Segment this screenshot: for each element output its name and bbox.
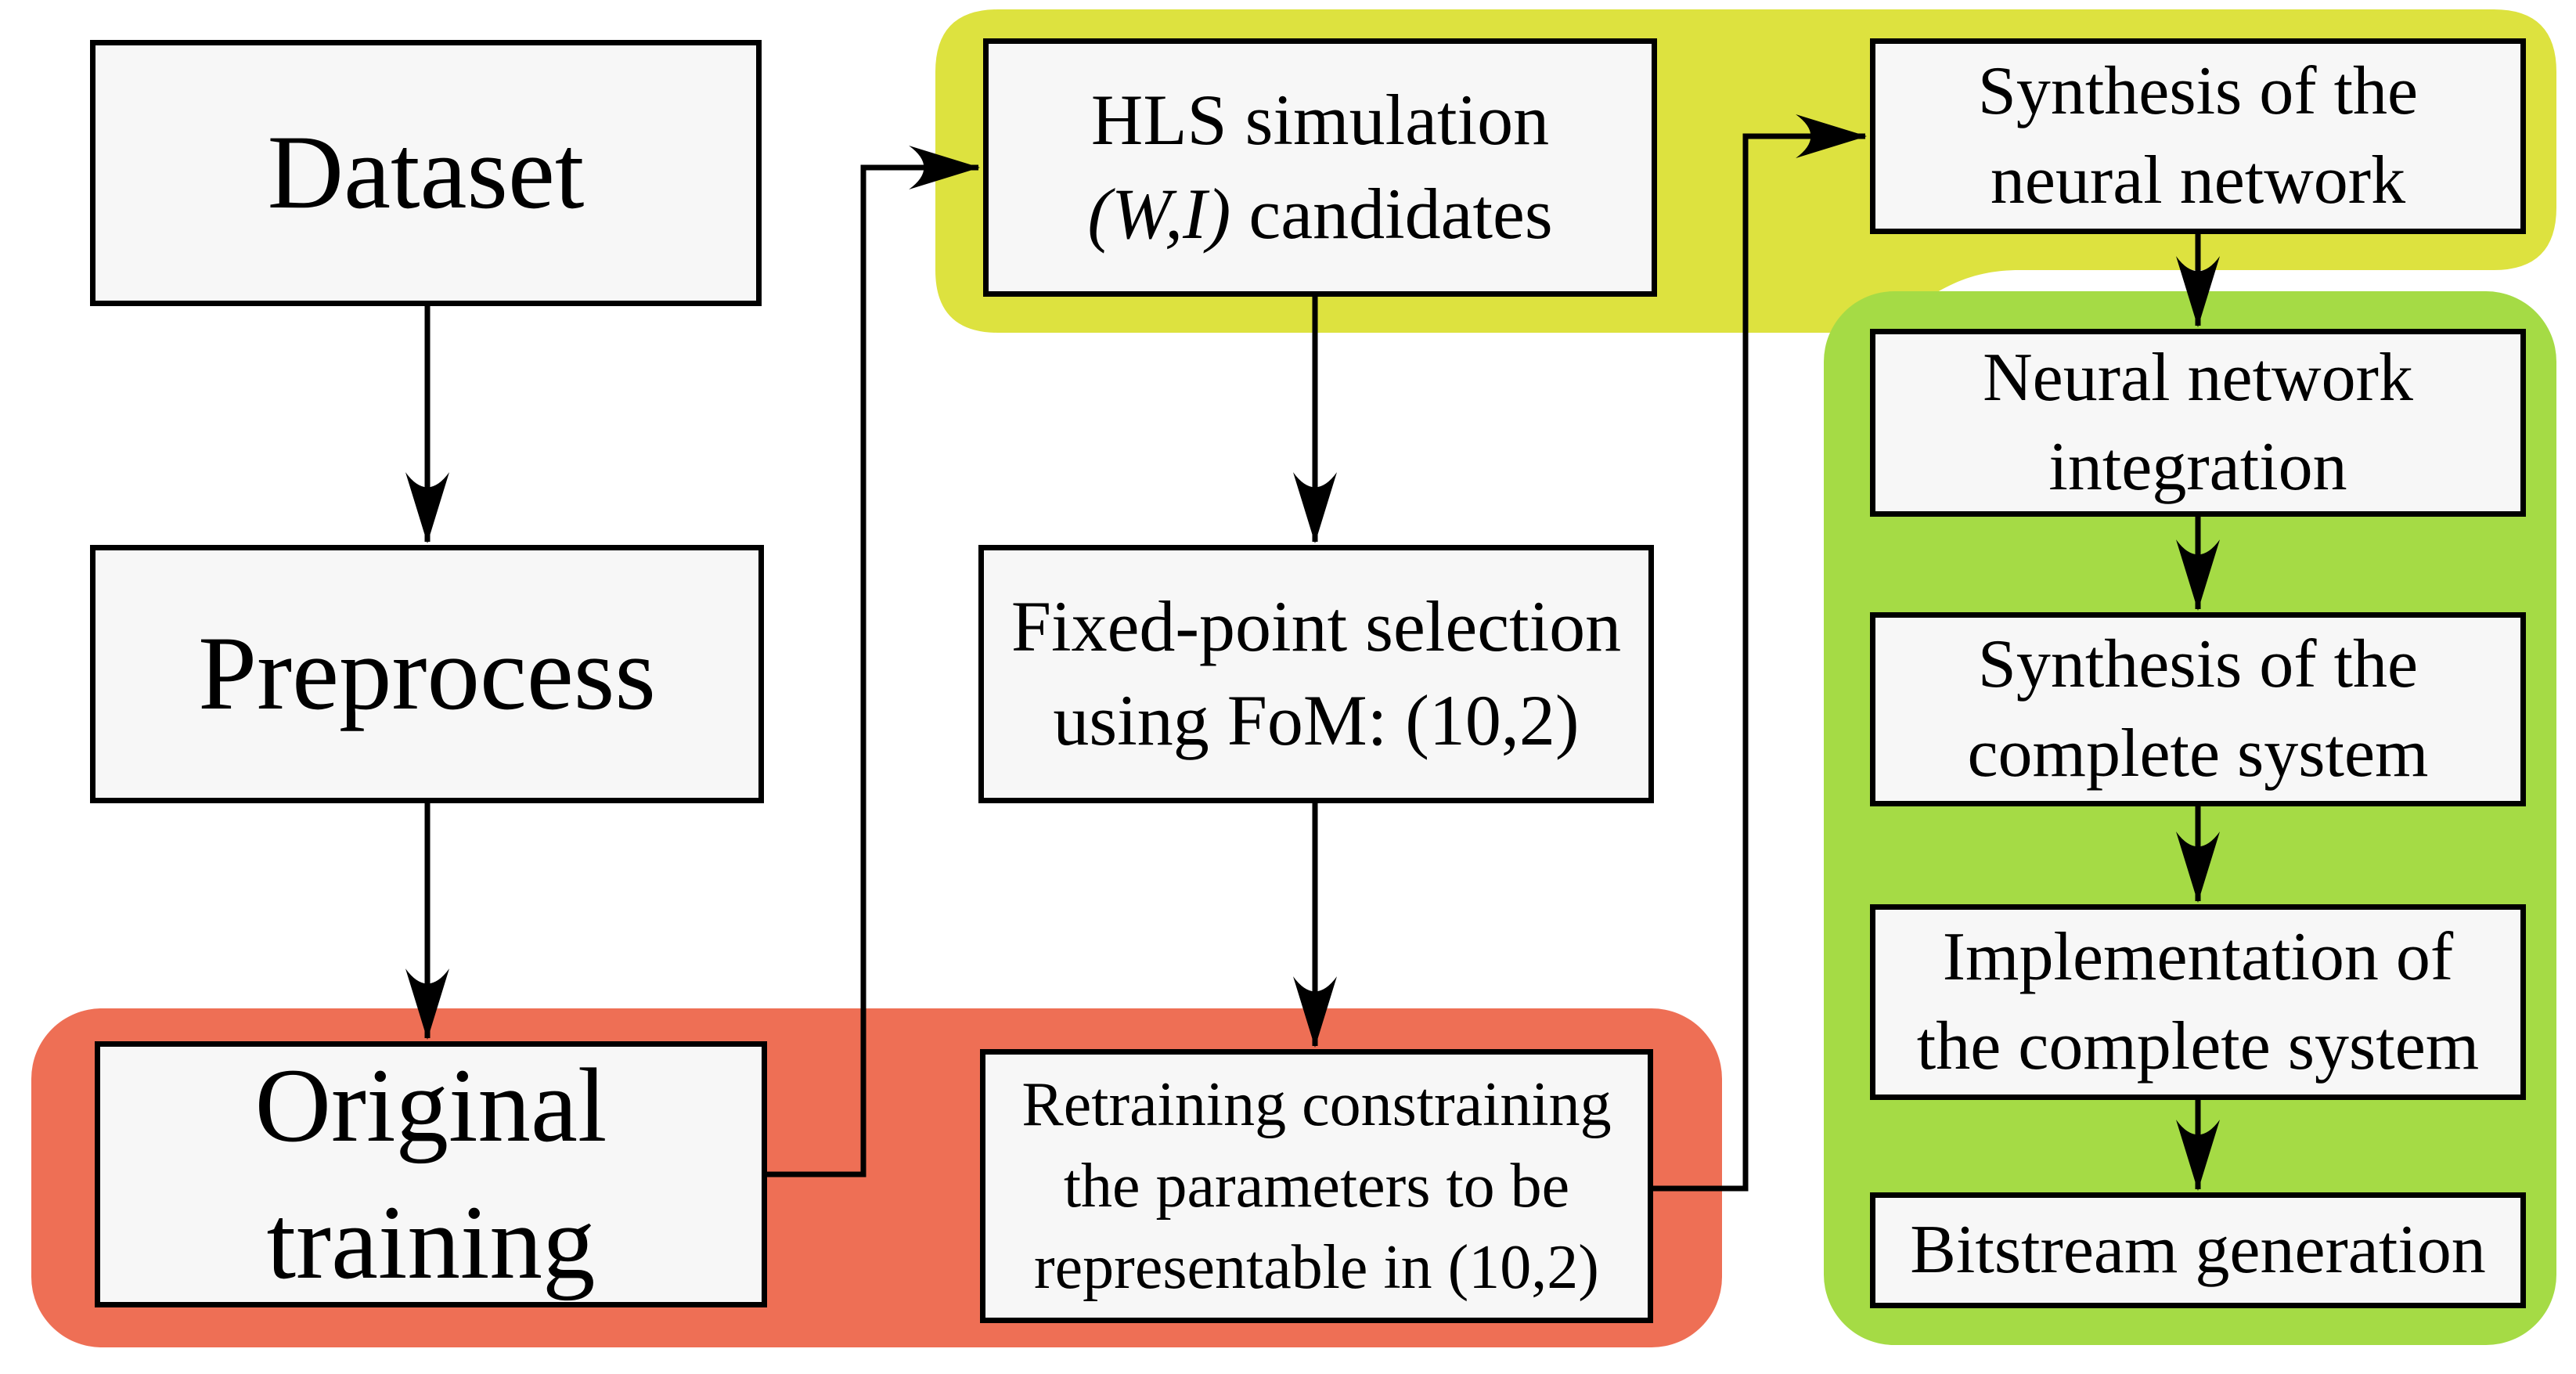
node-dataset: Dataset: [90, 40, 762, 306]
node-bitstream-generation: Bitstream generation: [1870, 1192, 2526, 1308]
node-label-line: (W,I) candidates: [1087, 168, 1552, 261]
node-label-line: complete system: [1967, 716, 2429, 792]
node-label-line: Synthesis of the: [1977, 52, 2419, 129]
node-original-training: Original training: [95, 1041, 767, 1307]
node-label-line: using FoM: (10,2): [1053, 680, 1580, 760]
node-label: Dataset: [267, 114, 585, 232]
node-nn-integration: Neural network integration: [1870, 329, 2526, 517]
node-label-line: training: [266, 1185, 596, 1301]
connector-original-training-to-hls-simulation: [767, 146, 981, 1177]
node-label-line: Original: [254, 1047, 607, 1164]
wi-math-label: (W,I): [1087, 174, 1231, 254]
node-fixed-point-selection: Fixed-point selection using FoM: (10,2): [978, 545, 1654, 803]
node-label-line: the complete system: [1916, 1008, 2480, 1084]
node-retraining: Retraining constraining the parameters t…: [980, 1049, 1653, 1323]
node-label-line: Fixed-point selection: [1011, 586, 1622, 667]
node-label-line: neural network: [1990, 142, 2406, 218]
node-label-line: Retraining constraining: [1021, 1070, 1612, 1139]
node-hls-simulation: HLS simulation (W,I) candidates: [983, 38, 1657, 297]
node-label-line: Neural network: [1983, 339, 2413, 416]
node-label-rest: candidates: [1230, 174, 1553, 254]
node-label-line: Implementation of: [1942, 918, 2454, 995]
node-label-line: the parameters to be: [1063, 1152, 1570, 1221]
node-preprocess: Preprocess: [90, 545, 764, 803]
node-implementation-complete-system: Implementation of the complete system: [1870, 904, 2526, 1100]
node-label: Preprocess: [198, 615, 656, 733]
node-synthesis-complete-system: Synthesis of the complete system: [1870, 612, 2526, 806]
node-synthesis-neural-network: Synthesis of the neural network: [1870, 38, 2526, 234]
node-label-line: HLS simulation: [1090, 80, 1550, 160]
connector-retraining-to-synthesis-nn: [1650, 114, 1868, 1192]
node-label-line: integration: [2048, 429, 2347, 505]
node-label: Bitstream generation: [1910, 1211, 2486, 1288]
node-label-line: representable in (10,2): [1034, 1233, 1599, 1302]
node-label-line: Synthesis of the: [1977, 626, 2419, 702]
